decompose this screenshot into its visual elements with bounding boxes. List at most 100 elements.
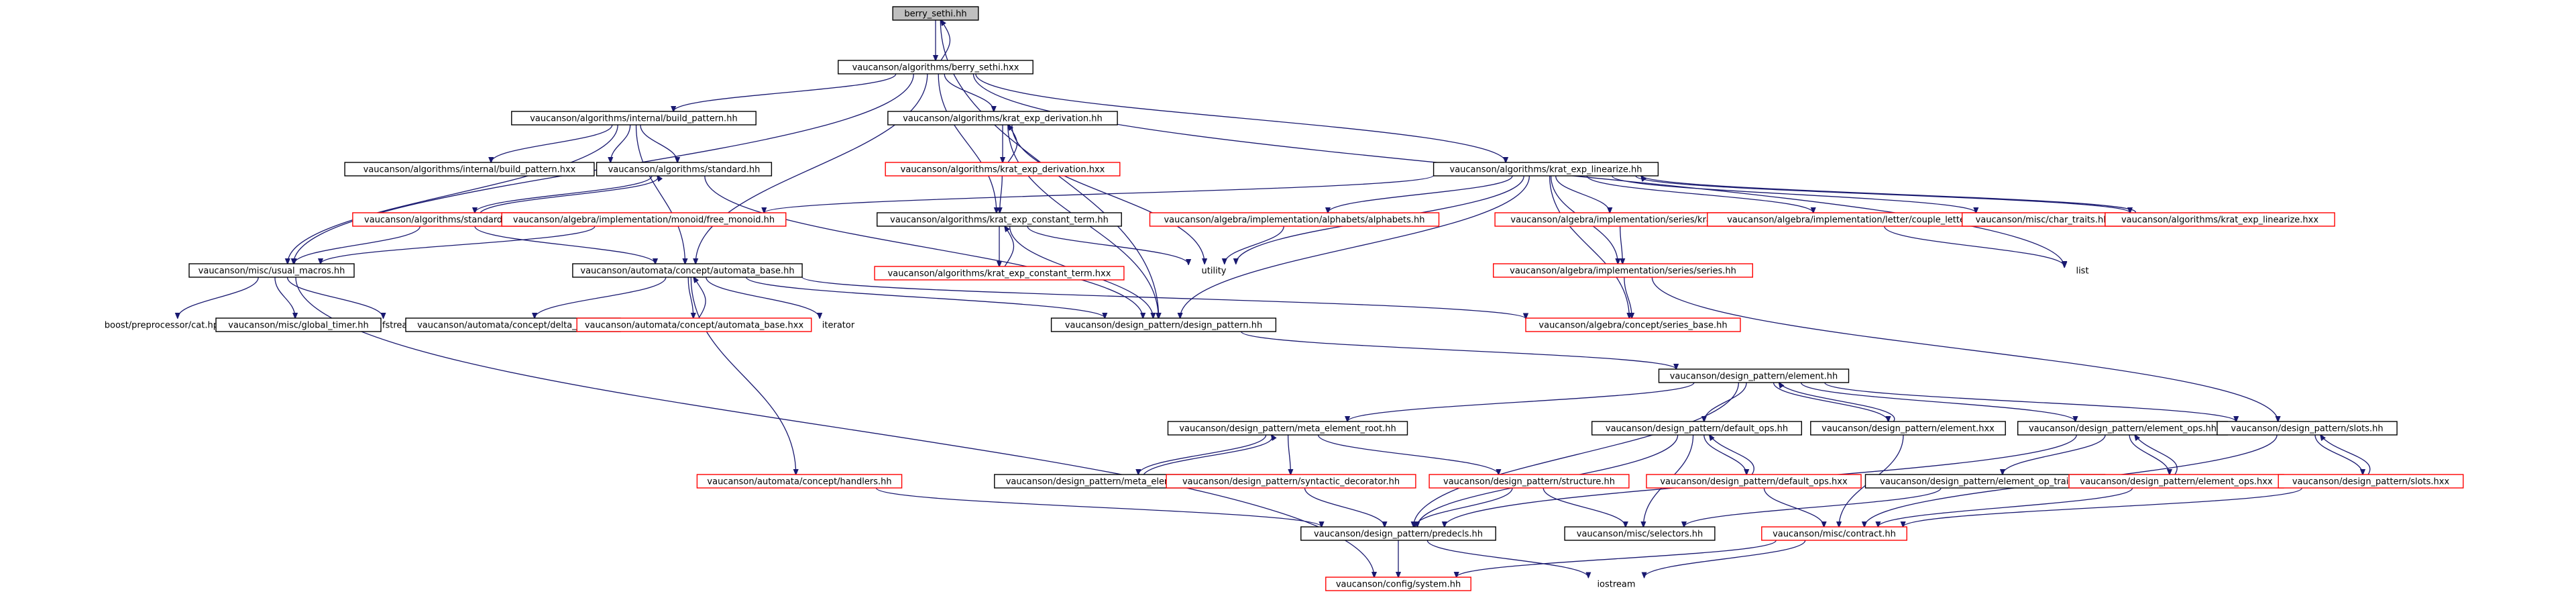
node-label: vaucanson/design_pattern/element_ops.hh	[2029, 424, 2217, 434]
node-label: vaucanson/automata/concept/automata_base…	[580, 266, 794, 277]
node-box	[188, 263, 355, 278]
node-label: vaucanson/algorithms/krat_exp_derivation…	[903, 114, 1103, 124]
edge-berry-sethi-hxx-to-krat-exp-derivation-hh	[944, 73, 994, 111]
node-krat-exp-constant-term-hxx[interactable]: vaucanson/algorithms/krat_exp_constant_t…	[874, 266, 1125, 281]
edge-syntactic-decorator-hh-to-predecls-hh	[1304, 487, 1385, 527]
edge-automata-base-hh-to-automata-base-hxx	[687, 277, 693, 318]
node-default-ops-hh[interactable]: vaucanson/design_pattern/default_ops.hh	[1591, 421, 1802, 436]
node-build-pattern-hh[interactable]: vaucanson/algorithms/internal/build_patt…	[511, 111, 757, 126]
node-krat-exp-linearize-hxx[interactable]: vaucanson/algorithms/krat_exp_linearize.…	[2105, 212, 2335, 227]
node-slots-hxx[interactable]: vaucanson/design_pattern/slots.hxx	[2278, 474, 2464, 489]
node-krat-exp-derivation-hxx[interactable]: vaucanson/algorithms/krat_exp_derivation…	[885, 162, 1121, 177]
node-krat-exp-linearize-hh[interactable]: vaucanson/algorithms/krat_exp_linearize.…	[1433, 162, 1659, 177]
node-system-hh[interactable]: vaucanson/config/system.hh	[1325, 577, 1471, 591]
edge-standard-hxx-to-usual-macros-hh	[294, 226, 421, 264]
node-element-op-traits-hh[interactable]: vaucanson/design_pattern/element_op_trai…	[1864, 474, 2106, 489]
node-design-pattern-hh[interactable]: vaucanson/design_pattern/design_pattern.…	[1050, 317, 1277, 332]
node-usual-macros-hh[interactable]: vaucanson/misc/usual_macros.hh	[188, 263, 355, 278]
node-delta-kind-hh[interactable]: vaucanson/automata/concept/delta_kind.hh	[405, 317, 621, 332]
node-char-traits-hh[interactable]: vaucanson/misc/char_traits.hh	[1961, 212, 2123, 227]
node-iostream[interactable]: iostream	[1597, 580, 1635, 590]
node-krat-hh[interactable]: vaucanson/algebra/implementation/series/…	[1494, 212, 1745, 227]
edge-element-op-traits-hh-to-selectors-hh	[1684, 487, 1942, 527]
node-element-hh[interactable]: vaucanson/design_pattern/element.hh	[1658, 368, 1850, 383]
edge-automata-base-hh-to-design-pattern-hh	[746, 277, 1105, 318]
node-label: vaucanson/algorithms/internal/build_patt…	[530, 114, 738, 124]
node-label: vaucanson/algorithms/krat_exp_constant_t…	[890, 215, 1109, 226]
edge-krat-exp-linearize-hh-to-design-pattern-hh	[1180, 175, 1530, 318]
node-box	[838, 60, 1033, 74]
edge-element-hh-to-element-hxx	[1773, 382, 1889, 421]
node-syntactic-decorator-hh[interactable]: vaucanson/design_pattern/syntactic_decor…	[1166, 474, 1416, 489]
node-series-hh[interactable]: vaucanson/algebra/implementation/series/…	[1492, 263, 1753, 278]
node-element-hxx[interactable]: vaucanson/design_pattern/element.hxx	[1810, 421, 2006, 436]
node-box	[1646, 474, 1862, 489]
edge-meta-element-root-hh-to-structure-hh	[1317, 434, 1499, 475]
node-label: vaucanson/design_pattern/structure.hh	[1443, 477, 1615, 487]
edge-berry-sethi-hxx-to-automata-base-hh	[695, 73, 928, 264]
node-label: vaucanson/algorithms/krat_exp_linearize.…	[2121, 215, 2318, 226]
node-list[interactable]: list	[2076, 266, 2088, 277]
node-series-base-hh[interactable]: vaucanson/algebra/concept/series_base.hh	[1525, 317, 1741, 332]
node-element-ops-hh[interactable]: vaucanson/design_pattern/element_ops.hh	[2017, 421, 2228, 436]
node-free-monoid-hh[interactable]: vaucanson/algebra/implementation/monoid/…	[501, 212, 787, 227]
node-box	[215, 317, 382, 332]
node-utility[interactable]: utility	[1202, 266, 1227, 277]
node-automata-base-hh[interactable]: vaucanson/automata/concept/automata_base…	[572, 263, 803, 278]
node-label: iterator	[822, 321, 855, 331]
edge-contract-hh-to-iostream	[1644, 540, 1806, 577]
node-couple-letter-hh[interactable]: vaucanson/algebra/implementation/letter/…	[1707, 212, 2002, 227]
node-box	[1492, 263, 1753, 278]
node-predecls-hh[interactable]: vaucanson/design_pattern/predecls.hh	[1300, 526, 1496, 541]
node-label: vaucanson/design_pattern/element.hh	[1670, 372, 1838, 382]
node-contract-hh[interactable]: vaucanson/misc/contract.hh	[1761, 526, 1907, 541]
node-label: vaucanson/algebra/implementation/series/…	[1510, 266, 1736, 277]
edge-automata-base-hh-to-delta-kind-hh	[535, 277, 667, 318]
node-meta-element-root-hh[interactable]: vaucanson/design_pattern/meta_element_ro…	[1167, 421, 1408, 436]
node-slots-hh[interactable]: vaucanson/design_pattern/slots.hh	[2217, 421, 2398, 436]
node-automata-base-hxx[interactable]: vaucanson/automata/concept/automata_base…	[576, 317, 812, 332]
edge-usual-macros-hh-to-fstream	[286, 277, 384, 318]
node-box	[1325, 577, 1471, 591]
edge-element-ops-hxx-to-contract-hh	[1878, 487, 2133, 527]
node-standard-hh[interactable]: vaucanson/algorithms/standard.hh	[596, 162, 773, 177]
node-selectors-hh[interactable]: vaucanson/misc/selectors.hh	[1564, 526, 1716, 541]
edge-default-ops-hxx-to-contract-hh	[1763, 487, 1824, 527]
node-global-timer-hh[interactable]: vaucanson/misc/global_timer.hh	[215, 317, 382, 332]
node-box	[2105, 212, 2335, 227]
edge-krat-exp-linearize-hh-to-char-traits-hh	[1612, 175, 1976, 213]
node-label: vaucanson/design_pattern/slots.hxx	[2292, 477, 2450, 487]
edge-krat-exp-linearize-hh-to-free-monoid-hh	[764, 175, 1435, 213]
node-label: vaucanson/misc/usual_macros.hh	[199, 266, 345, 277]
node-alphabets-hh[interactable]: vaucanson/algebra/implementation/alphabe…	[1149, 212, 1440, 227]
node-box	[572, 263, 803, 278]
node-berry-sethi-hxx[interactable]: vaucanson/algorithms/berry_sethi.hxx	[838, 60, 1033, 74]
edge-structure-hh-to-selectors-hh	[1543, 487, 1626, 527]
node-cat-hpp[interactable]: boost/preprocessor/cat.hpp	[105, 321, 224, 331]
node-label: vaucanson/automata/concept/handlers.hh	[707, 477, 891, 487]
node-iterator[interactable]: iterator	[822, 321, 855, 331]
node-box	[1810, 421, 2006, 436]
node-structure-hh[interactable]: vaucanson/design_pattern/structure.hh	[1429, 474, 1630, 489]
edge-meta-element-root-hh-to-meta-element-root-hxx	[1138, 434, 1267, 475]
node-label: vaucanson/algorithms/internal/build_patt…	[363, 165, 576, 175]
node-box	[1149, 212, 1440, 227]
node-build-pattern-hxx[interactable]: vaucanson/algorithms/internal/build_patt…	[344, 162, 595, 177]
node-label: vaucanson/automata/concept/delta_kind.hh	[417, 321, 609, 331]
node-box	[1591, 421, 1802, 436]
node-handlers-hh[interactable]: vaucanson/automata/concept/handlers.hh	[696, 474, 903, 489]
edge-automata-base-hh-to-series-base-hh	[801, 277, 1526, 319]
edge-automata-base-hxx-to-automata-base-hh	[693, 277, 706, 319]
edge-element-hh-to-element-ops-hh	[1800, 382, 2076, 421]
node-krat-exp-constant-term-hh[interactable]: vaucanson/algorithms/krat_exp_constant_t…	[877, 212, 1122, 227]
edge-series-hh-to-slots-hh	[1651, 277, 2278, 421]
edge-build-pattern-hh-to-build-pattern-hxx	[491, 124, 613, 162]
node-box	[344, 162, 595, 177]
node-krat-exp-derivation-hh[interactable]: vaucanson/algorithms/krat_exp_derivation…	[887, 111, 1118, 126]
edge-meta-element-root-hxx-to-meta-element-root-hh	[1143, 435, 1272, 475]
node-default-ops-hxx[interactable]: vaucanson/design_pattern/default_ops.hxx	[1646, 474, 1862, 489]
node-element-ops-hxx[interactable]: vaucanson/design_pattern/element_ops.hxx	[2068, 474, 2284, 489]
node-berry-sethi-hh[interactable]: berry_sethi.hh	[892, 6, 979, 21]
edge-standard-hxx-to-standard-hh	[480, 176, 658, 213]
node-standard-hxx[interactable]: vaucanson/algorithms/standard.hxx	[352, 212, 533, 227]
